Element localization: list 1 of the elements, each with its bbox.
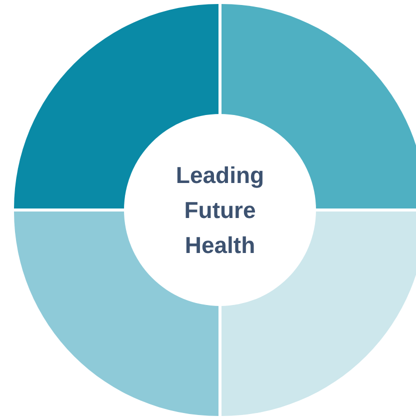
center-label: Leading Future Health: [174, 160, 266, 260]
